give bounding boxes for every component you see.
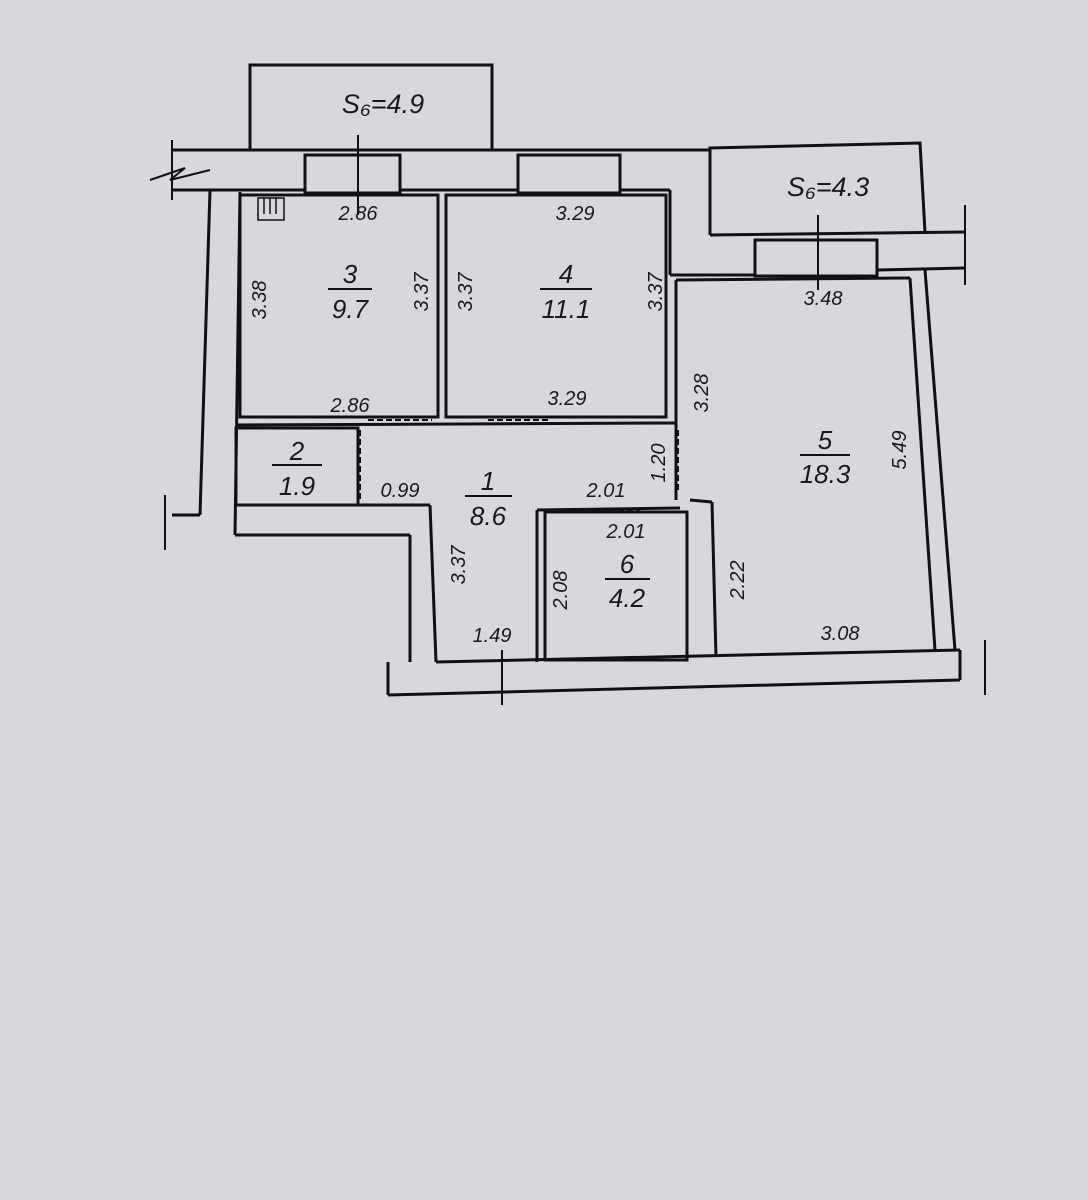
- balcony-right-area: S₆=4.3: [787, 172, 869, 202]
- room-4-outline: [444, 193, 668, 419]
- dim-r5-top: 3.48: [804, 288, 843, 310]
- dim-r6-left: 2.08: [550, 571, 572, 611]
- dim-r1-right-top: 2.01: [586, 480, 626, 502]
- radiator-icon: [257, 197, 285, 221]
- dim-r4-bottom: 3.29: [548, 388, 587, 410]
- room-1-area: 8.6: [470, 501, 507, 531]
- room-5-area: 18.3: [800, 459, 851, 489]
- room-2-number: 2: [289, 436, 305, 466]
- dim-r3-top: 2.86: [338, 203, 379, 225]
- dim-r4-left: 3.37: [455, 272, 477, 312]
- room-3-outline: [238, 193, 440, 419]
- dim-r5-left-lower: 2.22: [727, 561, 749, 601]
- room-3-number: 3: [343, 259, 358, 289]
- room-2-area: 1.9: [279, 471, 315, 501]
- dim-r3-bottom: 2.86: [330, 395, 371, 417]
- dim-r3-right: 3.37: [411, 272, 433, 312]
- room-6-number: 6: [620, 549, 635, 579]
- window-room4: [516, 153, 622, 195]
- dim-r1-left: 3.37: [448, 545, 470, 585]
- window-room3: [303, 153, 402, 195]
- room-3-area: 9.7: [332, 294, 370, 324]
- window-room5: [753, 238, 879, 278]
- balcony-left-area: S₆=4.9: [342, 89, 424, 119]
- dim-r4-right: 3.37: [645, 272, 667, 312]
- room-4-area: 11.1: [542, 294, 591, 324]
- dim-r1-left-top: 0.99: [381, 480, 420, 502]
- room-2-outline: [234, 426, 360, 507]
- room-5-number: 5: [818, 425, 833, 455]
- dim-r3-left: 3.38: [249, 281, 271, 320]
- dim-r1-side: 1.20: [648, 444, 670, 483]
- dim-r4-top: 3.29: [556, 203, 595, 225]
- room-6-area: 4.2: [609, 583, 646, 613]
- dim-r5-right: 5.49: [889, 431, 911, 470]
- dim-r5-left-upper: 3.28: [691, 374, 713, 413]
- room-6-outline: [543, 510, 689, 662]
- room-1-number: 1: [481, 466, 495, 496]
- dim-r1-bottom: 1.49: [473, 625, 512, 647]
- dim-r6-top: 2.01: [606, 521, 646, 543]
- dim-r5-bottom: 3.08: [821, 623, 860, 645]
- balcony-right-outline: [708, 141, 927, 235]
- room-4-number: 4: [559, 259, 573, 289]
